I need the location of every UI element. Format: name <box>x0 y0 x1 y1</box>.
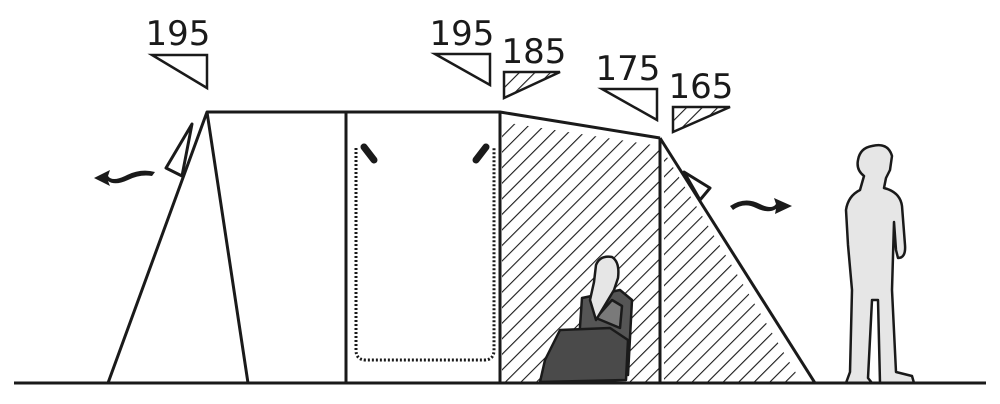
door-zipper <box>354 148 496 362</box>
ridge-line <box>207 110 661 140</box>
height-triangle-icon <box>430 52 492 88</box>
porch-hatched-area <box>664 152 802 383</box>
height-value: 195 <box>146 14 211 54</box>
vent-flap-left <box>164 122 194 178</box>
height-label-2: 195 <box>430 14 495 88</box>
vent-flap-right <box>682 170 712 202</box>
height-label-3: 185 <box>502 32 567 100</box>
height-label-4: 175 <box>596 49 661 123</box>
tent <box>106 110 817 384</box>
standing-person-icon <box>844 143 916 385</box>
height-triangle-icon <box>147 53 209 91</box>
height-value: 165 <box>669 67 734 107</box>
height-label-1: 195 <box>146 14 211 91</box>
door-toggle-icon <box>472 143 490 164</box>
height-value: 175 <box>596 49 661 89</box>
arrow-right-icon <box>730 198 792 214</box>
hatched-triangle-icon <box>671 105 731 134</box>
door-toggle-icon <box>360 143 378 164</box>
height-value: 185 <box>502 32 567 72</box>
height-triangle-icon <box>597 87 659 123</box>
height-value: 195 <box>430 14 495 54</box>
hatched-triangle-icon <box>502 70 561 100</box>
rear-line <box>658 137 817 384</box>
height-label-5: 165 <box>669 67 734 134</box>
sitting-person-icon <box>538 255 634 384</box>
arrow-left-icon <box>94 170 155 186</box>
